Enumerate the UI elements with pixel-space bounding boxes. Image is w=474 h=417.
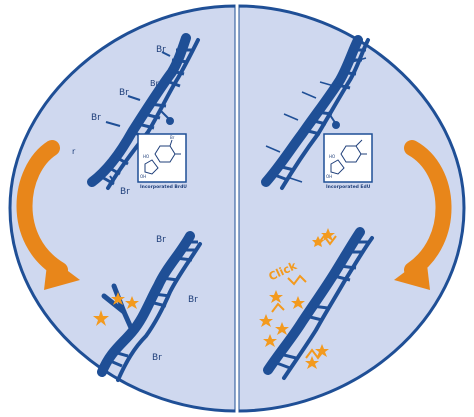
br-label: Br bbox=[120, 187, 130, 197]
br-label: Br bbox=[91, 113, 101, 123]
svg-text:HO: HO bbox=[329, 154, 335, 159]
left-panel bbox=[8, 4, 238, 413]
br-label: Br bbox=[150, 79, 159, 88]
alkyne-icon bbox=[265, 57, 367, 183]
brdu-caption: Incorporated BrdU bbox=[140, 184, 187, 190]
star-icon bbox=[93, 292, 139, 326]
edu-caption: Incorporated EdU bbox=[326, 184, 371, 190]
svg-text:OH: OH bbox=[326, 174, 332, 179]
brdu-structure-box: OH HO Br Incorporated BrdU bbox=[137, 133, 187, 190]
right-panel bbox=[236, 4, 466, 413]
br-label: Br bbox=[156, 235, 166, 245]
br-label: r bbox=[72, 147, 76, 156]
br-label: Br bbox=[156, 45, 166, 55]
br-label: Br bbox=[188, 295, 198, 305]
br-label: Br bbox=[119, 88, 129, 98]
right-top-dna-helix bbox=[261, 35, 370, 190]
svg-text:Br: Br bbox=[170, 135, 175, 140]
right-bottom-dna-helix bbox=[263, 227, 374, 380]
left-top-dna-helix bbox=[87, 33, 200, 190]
left-bottom-dna-helix bbox=[97, 231, 202, 382]
svg-text:OH: OH bbox=[140, 174, 146, 179]
curved-arrow-icon bbox=[394, 140, 452, 290]
br-label: Br bbox=[152, 353, 162, 363]
star-icon bbox=[259, 228, 335, 369]
edu-structure-box: OH HO Incorporated EdU bbox=[323, 133, 373, 190]
svg-text:HO: HO bbox=[143, 154, 149, 159]
curved-arrow-icon bbox=[16, 140, 80, 290]
